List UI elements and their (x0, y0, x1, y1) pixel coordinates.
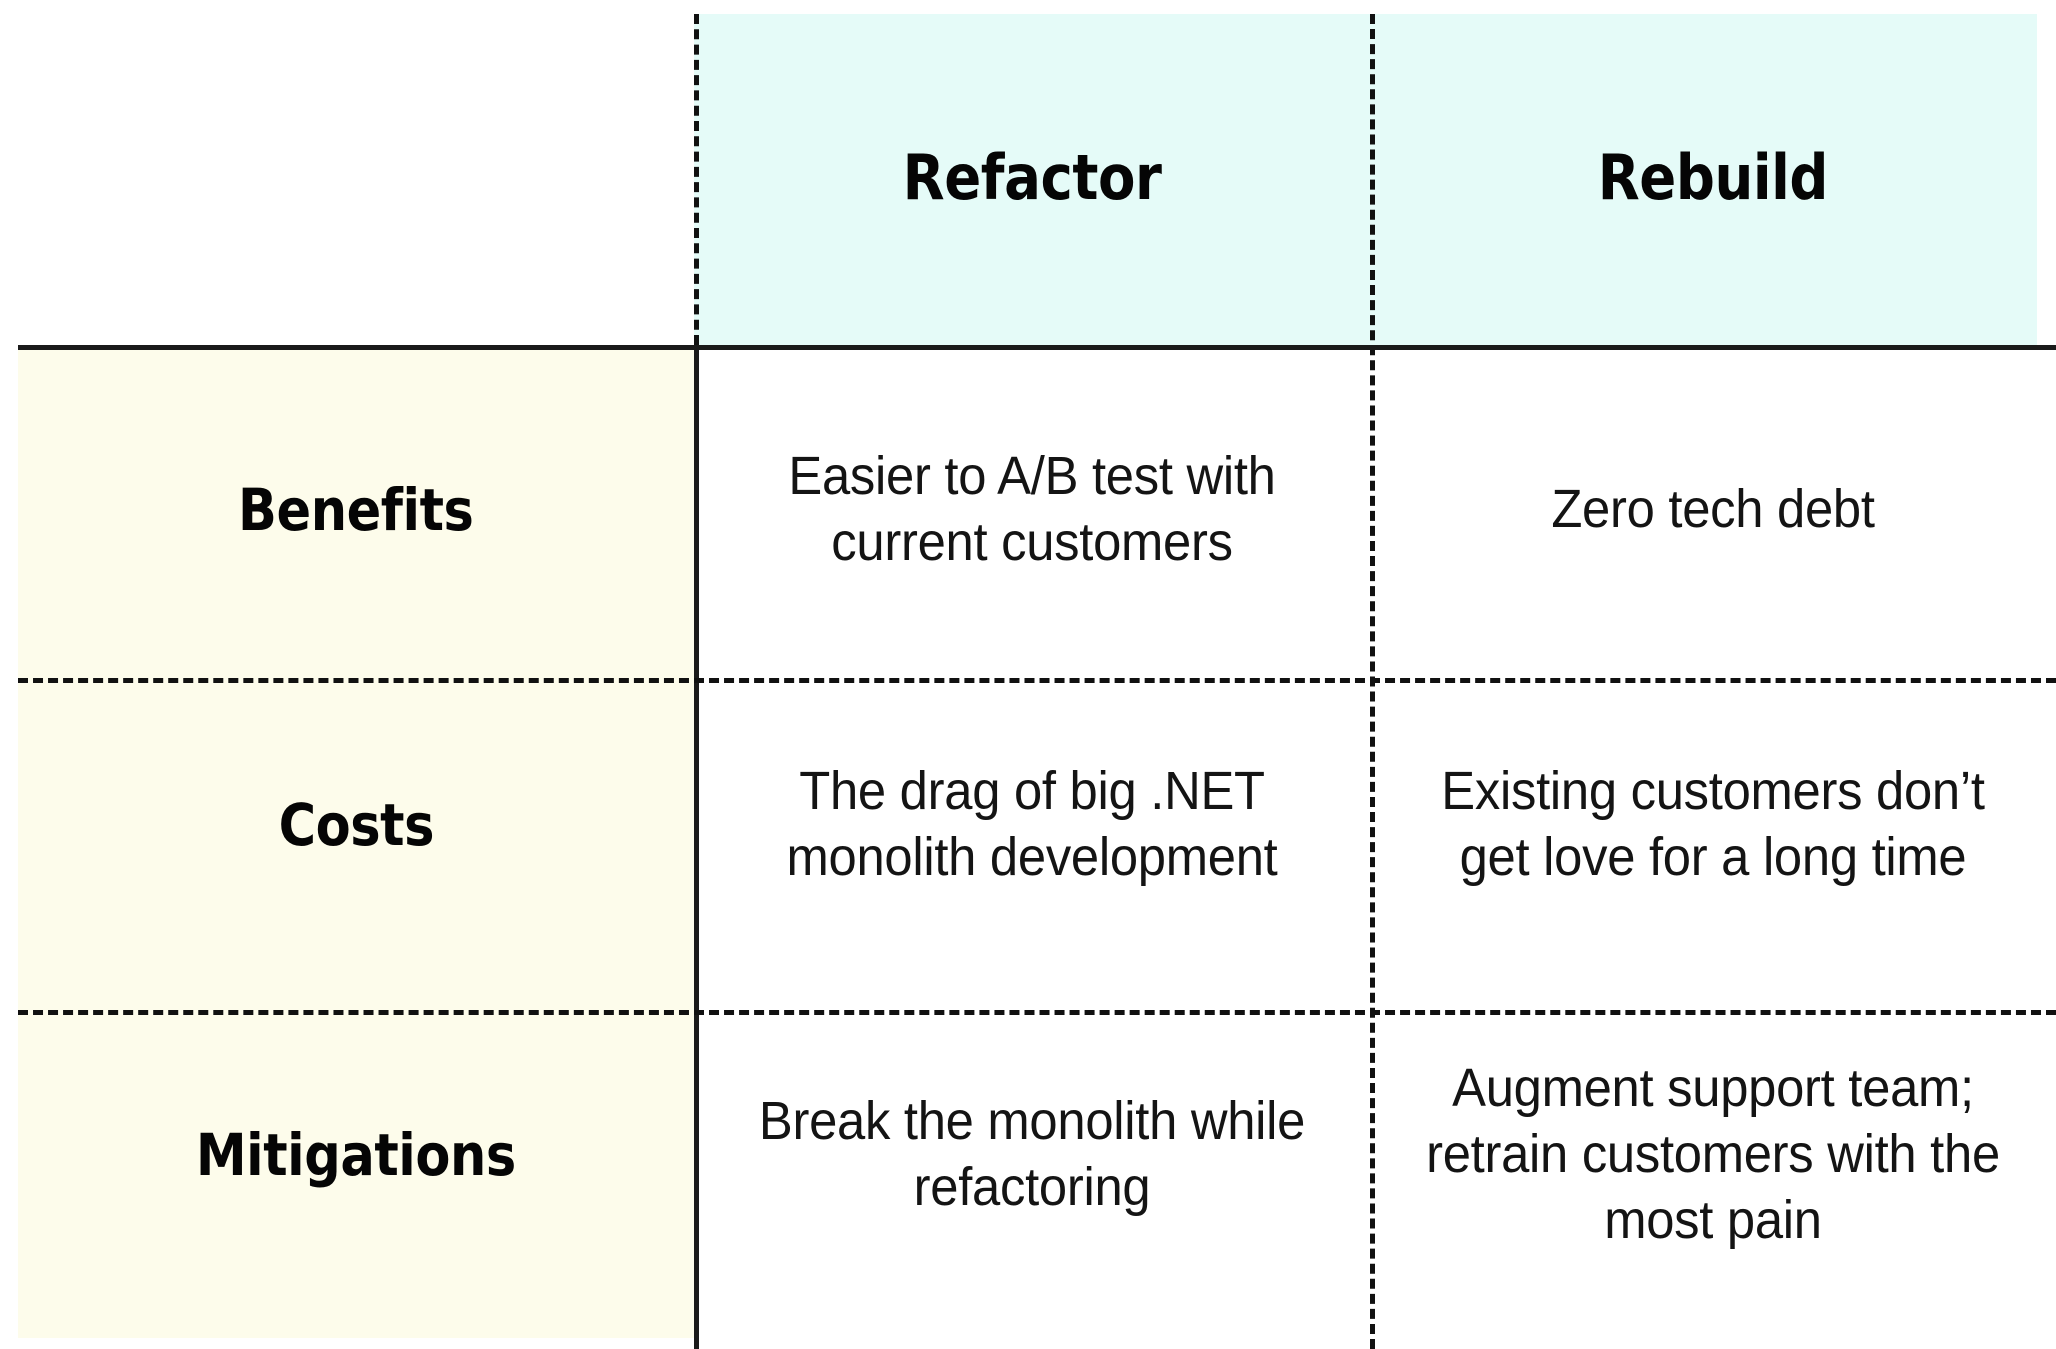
column-header-refactor: Refactor (694, 14, 1370, 345)
row-label-costs: Costs (18, 675, 694, 975)
cell-mitigations-rebuild-text: Augment support team; retrain customers … (1426, 1058, 2000, 1250)
header-band-background (694, 14, 2037, 345)
gutter-row-benefits (0, 345, 18, 675)
column-header-rebuild: Rebuild (1370, 14, 2056, 345)
row-label-column-background (18, 348, 694, 1338)
column-divider-1-body-solid (694, 345, 699, 1349)
row-label-benefits: Benefits (18, 345, 694, 675)
top-margin-spacer-left (0, 0, 18, 14)
top-margin-spacer-col2 (1370, 0, 2056, 14)
column-divider-1-header-dashed (694, 14, 699, 345)
gutter-header (0, 14, 18, 345)
column-header-rebuild-label: Rebuild (1597, 140, 1829, 214)
cell-costs-refactor-text: The drag of big .NET monolith developmen… (786, 761, 1278, 887)
gutter-row-costs (0, 675, 18, 975)
cell-mitigations-refactor-text: Break the monolith while refactoring (758, 1091, 1306, 1217)
cell-mitigations-rebuild: Augment support team; retrain customers … (1370, 975, 2056, 1335)
header-bottom-rule (18, 345, 2056, 350)
top-margin-spacer-col1 (694, 0, 1370, 14)
cell-benefits-rebuild: Zero tech debt (1370, 345, 2056, 675)
row-label-costs-text: Costs (278, 790, 434, 859)
column-header-refactor-label: Refactor (902, 140, 1162, 214)
cell-costs-refactor: The drag of big .NET monolith developmen… (694, 675, 1370, 975)
cell-costs-rebuild-text: Existing customers don’t get love for a … (1441, 761, 1985, 887)
row-divider-costs-mitigations (18, 1010, 2056, 1015)
row-divider-benefits-costs (18, 678, 2056, 683)
cell-mitigations-refactor: Break the monolith while refactoring (694, 975, 1370, 1335)
row-label-mitigations-text: Mitigations (195, 1120, 516, 1189)
cell-benefits-refactor-text: Easier to A/B test with current customer… (788, 446, 1276, 572)
cell-benefits-rebuild-text: Zero tech debt (1551, 479, 1875, 540)
cell-costs-rebuild: Existing customers don’t get love for a … (1370, 675, 2056, 975)
table-corner-cell (18, 14, 694, 345)
cell-benefits-refactor: Easier to A/B test with current customer… (694, 345, 1370, 675)
row-label-mitigations: Mitigations (18, 975, 694, 1335)
top-margin-spacer-label (18, 0, 694, 14)
gutter-row-mitigations (0, 975, 18, 1335)
row-label-benefits-text: Benefits (238, 475, 474, 544)
